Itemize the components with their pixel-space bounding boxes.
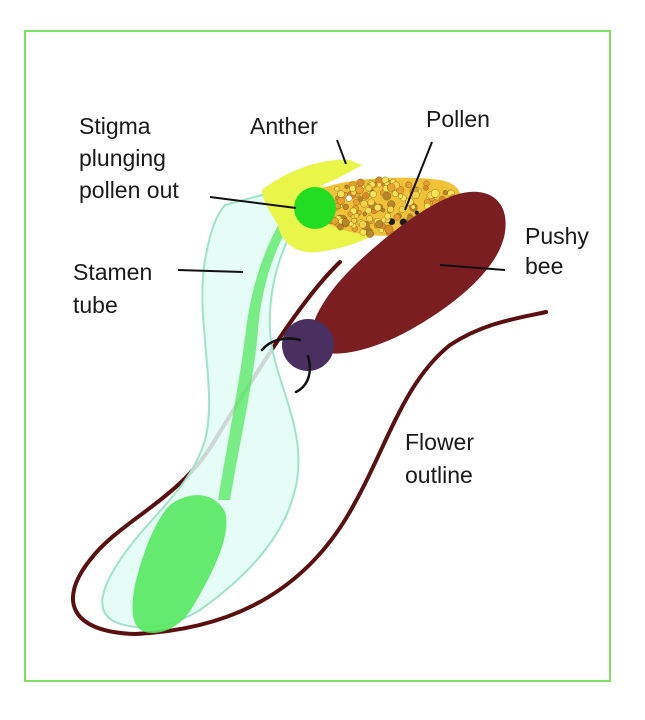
pollen-grain — [393, 213, 401, 221]
label-stigma: Stigma plunging pollen out — [79, 113, 179, 203]
pollen-grain — [374, 204, 382, 212]
pollen-grain — [442, 190, 448, 196]
pollen-grain — [384, 212, 392, 220]
label-stigma-line-2: plunging — [79, 145, 166, 171]
stigma — [294, 187, 336, 229]
pollen-grain — [353, 212, 360, 219]
pollen-grain — [380, 207, 386, 213]
label-pushy-bee: Pushy bee — [525, 223, 595, 279]
label-stigma-line-3: pollen out — [79, 177, 179, 203]
pollen-grain — [378, 228, 384, 234]
bee-antenna-left — [260, 337, 302, 352]
pollen-grain — [384, 224, 394, 234]
pollen-grain — [353, 198, 360, 206]
pollen-grain — [405, 181, 413, 189]
pollen-grain — [355, 185, 364, 195]
diagram-frame — [24, 30, 611, 682]
pollen-grain — [430, 189, 440, 198]
pollen-grain — [410, 204, 416, 210]
style-base — [132, 495, 227, 633]
bee-body — [311, 191, 506, 354]
label-flower-outline: Flower outline — [405, 429, 480, 488]
pollen-grain — [349, 185, 356, 192]
pollen-grain — [342, 203, 349, 211]
pollen-grain — [367, 198, 375, 206]
pollen-grain — [366, 215, 373, 223]
pollen-grain — [382, 191, 392, 201]
pollen-grain — [344, 184, 349, 190]
pollen-grain — [337, 190, 345, 198]
pollen-grain — [369, 190, 377, 198]
leader-stigma — [209, 196, 297, 209]
pollen-grain — [364, 207, 372, 215]
pollen-grain — [357, 196, 364, 202]
pollen-grain — [345, 194, 353, 202]
pollen-grain — [362, 192, 370, 200]
label-anther: Anther — [250, 113, 318, 139]
pollen-grain — [365, 184, 373, 192]
label-pollen: Pollen — [426, 106, 490, 132]
label-pushy-bee-line-1: Pushy — [525, 223, 589, 249]
pollen-grain — [386, 183, 396, 192]
label-flower-outline-line-2: outline — [405, 462, 473, 488]
label-stamen-tube-line-1: Stamen — [73, 259, 152, 285]
bee-antenna-bottom — [294, 354, 312, 394]
label-stamen-tube-line-2: tube — [73, 292, 118, 318]
pollen-grain — [334, 186, 340, 192]
pollen-grain — [341, 218, 350, 227]
pollen-grain — [358, 220, 367, 229]
pollen-grain — [357, 210, 362, 215]
pollen-grain — [348, 221, 354, 227]
pollen-grain — [337, 223, 344, 231]
label-pushy-bee-line-2: bee — [525, 253, 563, 279]
pollen-grain — [347, 211, 353, 217]
bee-head — [282, 319, 334, 371]
pollen-grain — [356, 178, 365, 187]
pollen-grain — [414, 210, 420, 215]
leader-pollen — [404, 141, 433, 211]
label-stamen-tube: Stamen tube — [73, 259, 159, 318]
label-flower-outline-line-1: Flower — [405, 429, 474, 455]
leader-pushy-bee — [439, 264, 506, 271]
pollen-grain — [365, 229, 374, 238]
pollen-grain — [362, 211, 368, 217]
pollen-grain — [387, 205, 394, 213]
pollen-grain — [423, 185, 429, 191]
pollen-grain — [398, 193, 404, 199]
label-stigma-line-1: Stigma — [79, 113, 151, 139]
pollen-grain — [375, 220, 383, 229]
pollen-grain — [336, 197, 345, 206]
leader-stamen-tube — [177, 269, 244, 273]
leader-anther — [336, 139, 347, 165]
pollen-grain — [360, 200, 368, 208]
style-stem — [218, 212, 296, 500]
